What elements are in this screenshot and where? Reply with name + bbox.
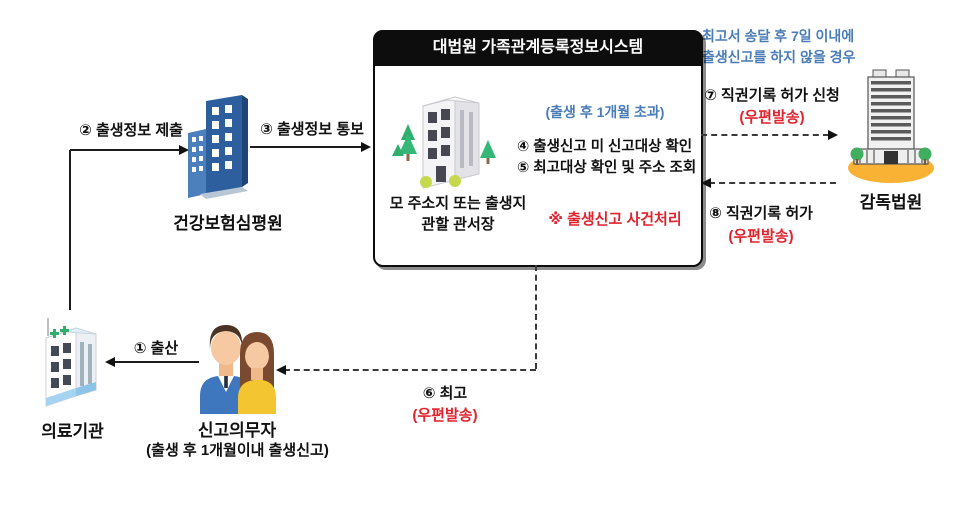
arrow-step1-line	[113, 361, 199, 363]
court-building-icon	[848, 69, 934, 183]
arrow-step7-head	[828, 130, 838, 140]
arrow-step3-line	[250, 146, 362, 148]
step5-label: ⑤ 최고대상 확인 및 주소 조회	[517, 160, 697, 176]
arrow-step2-head	[179, 145, 189, 155]
notice-line1: 최고서 송달 후 7일 이내에	[702, 28, 855, 44]
notice-line2: 출생신고를 하지 않을 경우	[702, 49, 856, 65]
registry-office-building-icon	[392, 96, 496, 189]
step7-label: ⑦ 직권기록 허가 신청	[704, 87, 840, 104]
reporter-label: 신고의무자	[197, 421, 277, 440]
hira-label: 건강보험심평원	[173, 214, 283, 233]
arrow-step2-riser	[69, 150, 71, 310]
system-box-title: 대법원 가족관계등록정보시스템	[373, 30, 703, 66]
arrow-step3-head	[361, 142, 371, 152]
case-note: ※ 출생신고 사건처리	[548, 211, 682, 228]
step8-sub: (우편발송)	[728, 228, 794, 245]
step4-label: ④ 출생신고 미 신고대상 확인	[517, 139, 693, 155]
medical-building-icon	[45, 318, 97, 407]
arrow-step8-line	[709, 182, 836, 184]
step7-sub: (우편발송)	[739, 109, 805, 126]
arrow-step8-head	[701, 178, 711, 188]
parents-couple-icon	[200, 325, 276, 414]
arrow-step6-line	[284, 369, 536, 371]
step2-label: ② 출생정보 제출	[79, 122, 183, 139]
step6-label: ⑥ 최고	[422, 385, 468, 402]
arrow-step1-head	[105, 357, 115, 367]
overdue-note: (출생 후 1개월 초과)	[545, 104, 665, 120]
office-label-line2: 관할 관서장	[421, 216, 495, 233]
arrow-step7-line	[701, 134, 829, 136]
arrow-step2-line	[70, 149, 180, 151]
step1-label: ① 출산	[133, 340, 179, 357]
step6-sub: (우편발송)	[412, 407, 478, 424]
medical-label: 의료기관	[41, 422, 104, 441]
court-label: 감독법원	[859, 193, 923, 212]
step3-label: ③ 출생정보 통보	[260, 121, 364, 138]
reporter-sublabel: (출생 후 1개월이내 출생신고)	[146, 442, 329, 459]
step8-label: ⑧ 직권기록 허가	[709, 205, 813, 222]
arrow-step6-riser	[535, 265, 537, 369]
office-label-line1: 모 주소지 또는 출생지	[389, 195, 527, 212]
system-box: 대법원 가족관계등록정보시스템	[373, 30, 703, 267]
arrow-step6-head	[276, 365, 286, 375]
hira-building-icon	[188, 95, 248, 199]
notice-7days: 최고서 송달 후 7일 이내에 출생신고를 하지 않을 경우	[702, 26, 855, 68]
